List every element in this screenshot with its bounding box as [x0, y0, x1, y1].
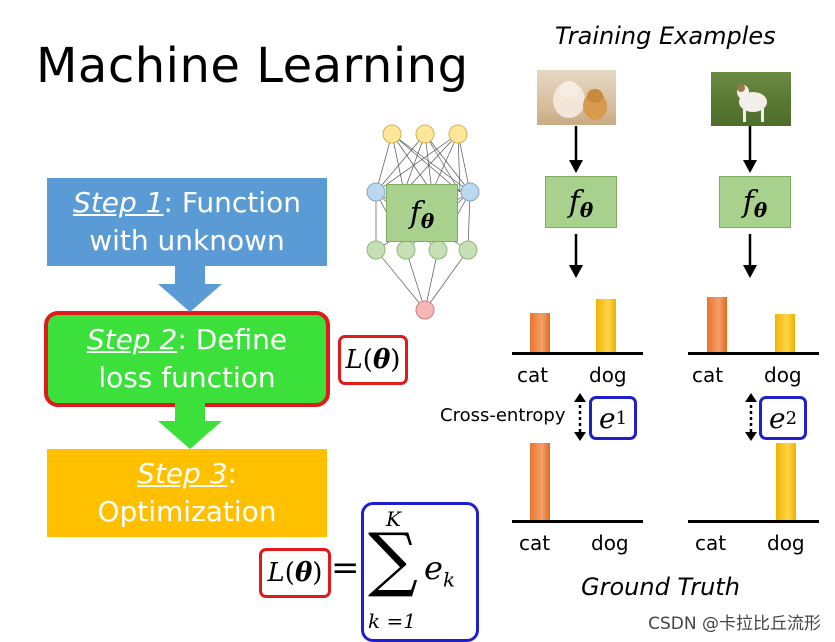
cat-truth-dog-label: dog	[591, 531, 629, 555]
cat-input-arrow-icon	[569, 126, 583, 173]
dog-pred-dog-label: dog	[764, 363, 802, 387]
dog-error-double-arrow-icon	[745, 393, 757, 441]
dog-truth-cat-label: cat	[695, 531, 727, 555]
dog-input-arrow-icon	[743, 126, 757, 173]
cat-truth-baseline	[512, 520, 643, 523]
cat-theta: θ	[579, 198, 594, 222]
cat-truth-cat-label: cat	[519, 531, 551, 555]
step-3-number: Step 3	[137, 457, 228, 490]
cat-pred-cat-label: cat	[517, 363, 549, 387]
dog-pred-cat-bar	[707, 297, 727, 353]
loss-L: L	[345, 345, 363, 375]
step-1-number: Step 1	[73, 186, 164, 219]
training-examples-label: Training Examples	[555, 22, 776, 50]
formula-sum-box: K ∑ k =1 ek	[361, 502, 479, 642]
loss-theta: θ	[372, 345, 391, 375]
formula-term-e: e	[424, 549, 443, 587]
error-e2-sub: 2	[785, 407, 798, 429]
cross-entropy-label: Cross-entropy	[440, 405, 566, 426]
cat-pred-baseline	[512, 352, 643, 355]
dog-truth-dog-label: dog	[767, 531, 805, 555]
step-3-box: Step 3: Optimization	[47, 449, 327, 537]
cat-truth-cat-bar	[530, 443, 550, 522]
step-2-line2: loss function	[98, 361, 276, 394]
formula-term: ek	[424, 549, 455, 591]
step2-to-step3-arrow-icon	[158, 403, 222, 449]
dog-pred-cat-label: cat	[692, 363, 724, 387]
error-e2: e	[768, 401, 786, 435]
formula-sum-bottom: k =1	[368, 609, 416, 633]
loss-label-box: L(θ)	[338, 335, 408, 385]
formula-term-sub: k	[442, 567, 456, 592]
step-1-box: Step 1: Function with unknown	[47, 178, 327, 266]
dog-pred-dog-bar	[775, 314, 795, 353]
dog-theta: θ	[753, 198, 768, 222]
cat-error-double-arrow-icon	[574, 393, 586, 441]
dog-pred-baseline	[688, 352, 819, 355]
dog-truth-baseline	[688, 520, 819, 523]
cat-pred-dog-bar	[596, 299, 616, 353]
error-e1-sub: 1	[615, 407, 628, 429]
network-f: f	[409, 195, 421, 231]
network-theta: θ	[420, 209, 435, 233]
formula-sum-top: K	[386, 507, 401, 531]
step-3-line2: Optimization	[97, 495, 277, 528]
page-title: Machine Learning	[36, 38, 469, 94]
ground-truth-label: Ground Truth	[581, 573, 740, 601]
step-3-suffix: :	[227, 457, 237, 490]
cat-output-arrow-icon	[569, 234, 583, 278]
dog-photo	[711, 72, 791, 126]
error-e1: e	[598, 401, 616, 435]
step-1-suffix: : Function	[163, 186, 301, 219]
formula-equals: =	[331, 548, 360, 588]
cat-pred-cat-bar	[530, 313, 550, 353]
step-2-suffix: : Define	[177, 323, 288, 356]
step-2-number: Step 2	[86, 323, 178, 356]
formula-L: L	[267, 558, 285, 588]
step1-to-step2-arrow-icon	[158, 266, 222, 312]
dog-truth-dog-bar	[776, 443, 796, 522]
formula-theta: θ	[294, 558, 313, 588]
dog-output-arrow-icon	[743, 234, 757, 278]
cat-f: f	[568, 184, 580, 220]
step-1-line2: with unknown	[89, 224, 285, 257]
cat-photo	[537, 70, 616, 125]
formula-sigma-icon: ∑	[368, 518, 418, 600]
dog-f: f	[742, 184, 754, 220]
step-2-box: Step 2: Define loss function	[44, 311, 330, 407]
cat-pred-dog-label: dog	[589, 363, 627, 387]
csdn-credit-watermark: CSDN @卡拉比丘流形	[648, 614, 821, 634]
formula-loss-box: L(θ)	[259, 548, 331, 598]
